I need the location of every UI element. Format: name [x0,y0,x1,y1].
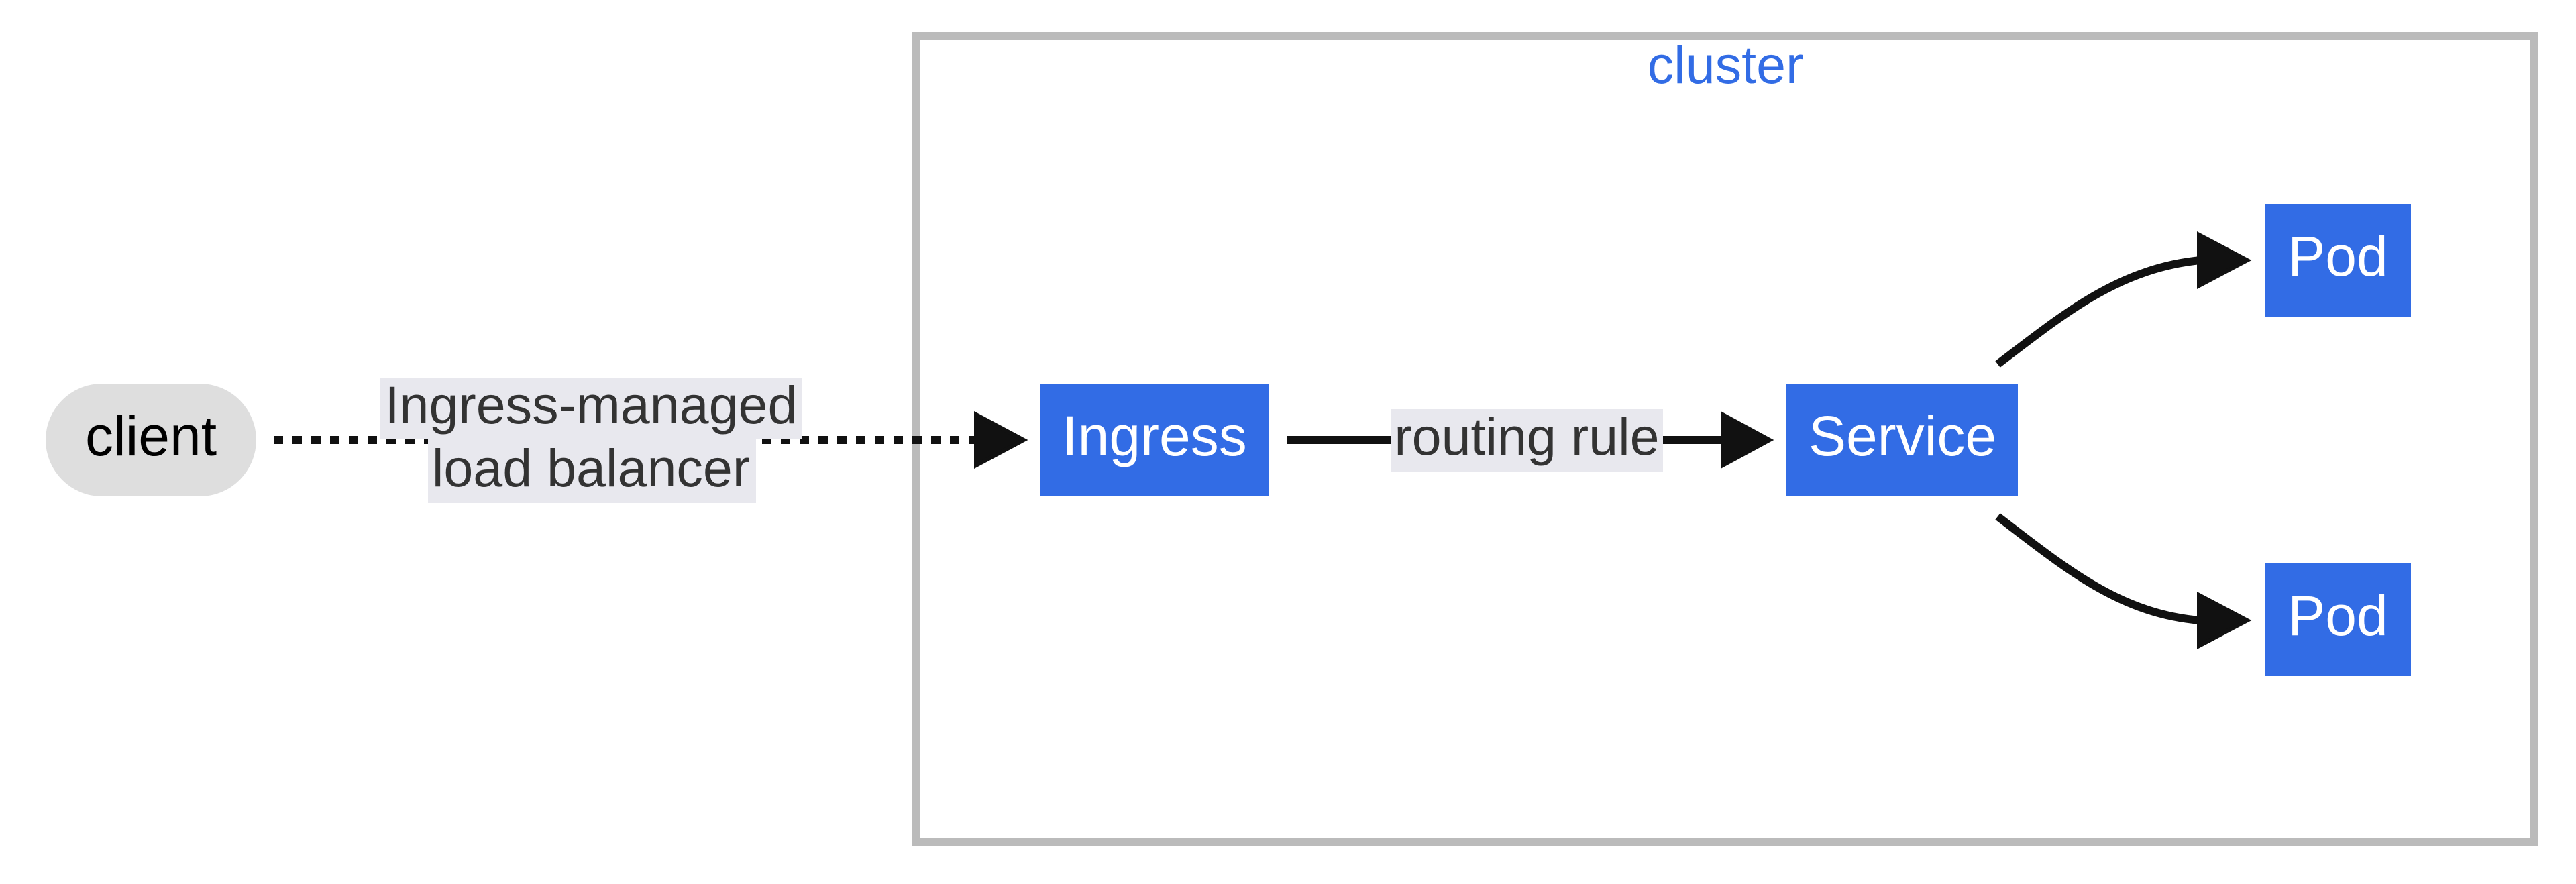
pod-top-shape [2265,204,2411,317]
pod-bottom-shape [2265,563,2411,676]
edge-labels: Ingress-managed load balancer routing ru… [380,375,1663,503]
service-label: Service [1809,404,1996,467]
arrowhead-service-to-pod-bottom [2197,592,2252,649]
arrowhead-ingress-to-service [1721,410,1774,469]
client-shape [46,384,256,496]
edges [274,231,2252,649]
client-label: client [85,404,217,467]
node-client: client [46,384,256,496]
node-pod-top: Pod [2265,204,2411,317]
nodes: client Ingress Service Pod Pod [46,204,2411,676]
pod-top-label: Pod [2288,225,2387,288]
service-shape [1786,384,2018,496]
arrowhead-service-to-pod-top [2197,231,2252,289]
ingress-shape [1040,384,1269,496]
edge-label-routing-rule: routing rule [1394,406,1659,466]
ingress-label: Ingress [1062,404,1246,467]
edge-label-bg-line1 [380,378,802,439]
edge-service-to-pod-top [1995,256,2201,368]
cluster-label: cluster [1648,35,1804,95]
node-pod-bottom: Pod [2265,563,2411,676]
node-ingress: Ingress [1040,384,1269,496]
pod-bottom-label: Pod [2288,584,2387,647]
edge-label-bg-routing-rule [1391,409,1663,472]
node-service: Service [1786,384,2018,496]
arrowhead-client-to-ingress [974,410,1028,469]
edge-service-to-pod-bottom [1995,513,2201,624]
edge-label-load-balancer-line1: Ingress-managed [385,375,798,435]
edge-label-load-balancer-line2: load balancer [432,438,750,498]
edge-label-bg-line2 [428,439,756,503]
